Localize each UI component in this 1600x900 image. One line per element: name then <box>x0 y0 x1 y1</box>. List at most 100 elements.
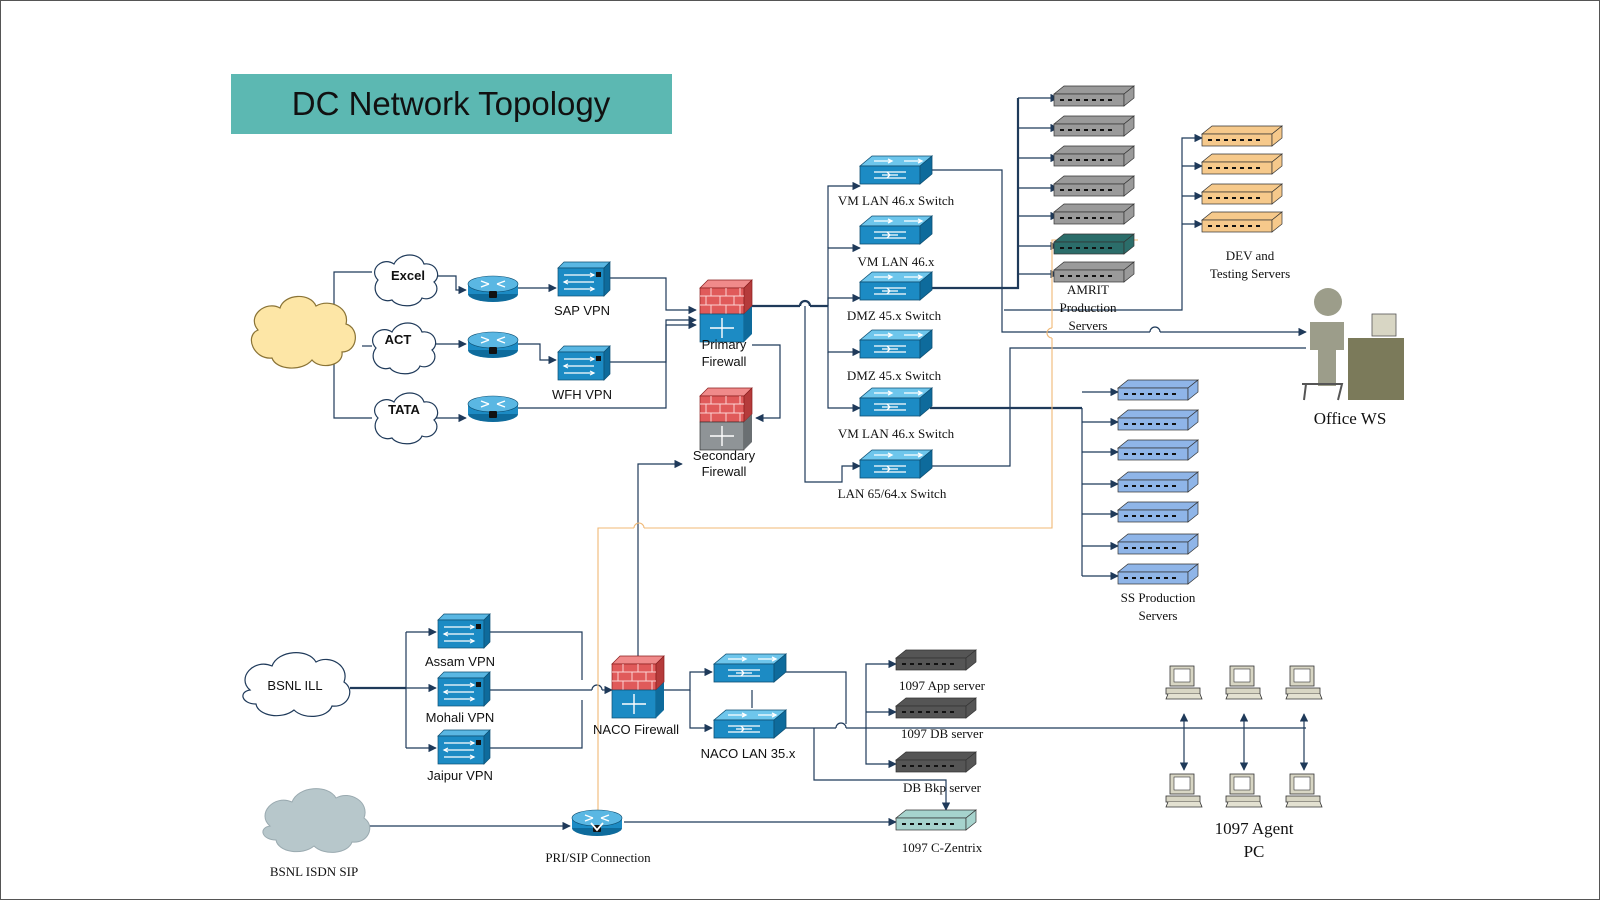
ss-label-2: Servers <box>1139 608 1178 623</box>
ss-server <box>1117 533 1199 555</box>
mohali-vpn-label: Mohali VPN <box>426 710 495 725</box>
excel-isp-cloud: Excel <box>374 254 439 307</box>
act-router-icon <box>467 331 519 359</box>
dmz-45-switch-b-label: DMZ 45.x Switch <box>847 368 942 383</box>
agent-pc-icon <box>1225 773 1263 808</box>
app-1097-server <box>895 649 977 671</box>
svg-text:Excel: Excel <box>391 268 425 283</box>
svg-text:TATA: TATA <box>388 402 420 417</box>
jaipur-vpn-icon <box>437 729 491 765</box>
primary-firewall-icon <box>699 279 753 343</box>
agent-pc-icon <box>1225 665 1263 700</box>
dev-label-1: DEV and <box>1226 248 1275 263</box>
ss-label-1: SS Production <box>1121 590 1196 605</box>
dev-label-2: Testing Servers <box>1210 266 1290 281</box>
ss-server <box>1117 563 1199 585</box>
dev-server-stack <box>1201 125 1283 233</box>
ss-server <box>1117 379 1199 401</box>
lan-65-64-switch-label: LAN 65/64.x Switch <box>838 486 947 501</box>
tata-router-icon <box>467 395 519 423</box>
jaipur-vpn-label: Jaipur VPN <box>427 768 493 783</box>
agent-pc-label-1: 1097 Agent <box>1215 819 1294 838</box>
agent-pc-icon <box>1165 665 1203 700</box>
naco-firewall-icon <box>611 655 665 719</box>
act-isp-cloud: ACT <box>372 322 437 375</box>
amrit-label-3: Servers <box>1069 318 1108 333</box>
amrit-label-2: Production <box>1059 300 1117 315</box>
internet-cloud <box>250 295 356 369</box>
vm-lan-46-switch-bottom-icon <box>859 387 933 417</box>
svg-text:ACT: ACT <box>385 332 412 347</box>
amrit-label-1: AMRIT <box>1067 282 1109 297</box>
primary-firewall-label-1: Primary <box>702 337 747 352</box>
excel-router-icon <box>467 275 519 303</box>
dmz-45-switch-b-icon <box>859 329 933 359</box>
agent-pc-icon <box>1165 773 1203 808</box>
tata-isp-cloud: TATA <box>374 392 439 445</box>
secondary-firewall-icon <box>699 387 753 451</box>
mohali-vpn-icon <box>437 671 491 707</box>
title-banner <box>231 74 672 134</box>
app-1097-label: 1097 App server <box>899 678 986 693</box>
vm-lan-46-switch-top-icon <box>859 155 933 185</box>
assam-vpn-icon <box>437 613 491 649</box>
db-bkp-server <box>895 751 977 773</box>
secondary-firewall-label-1: Secondary <box>693 448 756 463</box>
db-1097-label: 1097 DB server <box>901 726 984 741</box>
db-1097-server <box>895 697 977 719</box>
czentrix-label: 1097 C-Zentrix <box>902 840 983 855</box>
agent-pc-icon <box>1285 773 1323 808</box>
lan-65-64-switch-icon <box>859 449 933 479</box>
page-title: DC Network Topology <box>292 85 611 122</box>
svg-text:BSNL ILL: BSNL ILL <box>267 678 322 693</box>
ss-server-stack <box>1117 379 1199 585</box>
office-ws-icon <box>1302 288 1404 401</box>
naco-firewall-label: NACO Firewall <box>593 722 679 737</box>
vm-lan-46-icon <box>859 215 933 245</box>
amrit-server <box>1053 203 1135 225</box>
amrit-server <box>1053 115 1135 137</box>
bsnl-ill-cloud: BSNL ILL <box>242 652 351 717</box>
pri-sip-router-icon <box>571 809 623 837</box>
ss-server <box>1117 471 1199 493</box>
dmz-45-switch-a-icon <box>859 271 933 301</box>
assam-vpn-label: Assam VPN <box>425 654 495 669</box>
amrit-server <box>1053 175 1135 197</box>
amrit-server <box>1053 145 1135 167</box>
bsnl-isdn-cloud: BSNL ISDN SIP <box>262 788 371 879</box>
primary-firewall-label-2: Firewall <box>702 354 747 369</box>
dev-server <box>1201 183 1283 205</box>
dev-server <box>1201 153 1283 175</box>
vm-lan-46-switch-top-label: VM LAN 46.x Switch <box>838 193 955 208</box>
agent-pc-label-2: PC <box>1244 842 1265 861</box>
connection-lines <box>333 93 1309 831</box>
sap-vpn-icon <box>557 261 611 297</box>
sap-vpn-label: SAP VPN <box>554 303 610 318</box>
wfh-vpn-label: WFH VPN <box>552 387 612 402</box>
office-ws-label: Office WS <box>1314 409 1387 428</box>
db-bkp-label: DB Bkp server <box>903 780 982 795</box>
amrit-server <box>1053 85 1135 107</box>
amrit-server-stack <box>1053 85 1135 283</box>
naco-lan-switch-icon <box>713 709 787 739</box>
svg-text:BSNL ISDN SIP: BSNL ISDN SIP <box>270 864 358 879</box>
ss-server <box>1117 439 1199 461</box>
ss-server <box>1117 501 1199 523</box>
pri-sip-label: PRI/SIP Connection <box>545 850 651 865</box>
vm-lan-46-label: VM LAN 46.x <box>858 254 935 269</box>
ss-server <box>1117 409 1199 431</box>
amrit-server-teal <box>1053 233 1135 255</box>
wfh-vpn-icon <box>557 345 611 381</box>
vm-lan-46-switch-bottom-label: VM LAN 46.x Switch <box>838 426 955 441</box>
agent-pc-icon <box>1285 665 1323 700</box>
amrit-server <box>1053 261 1135 283</box>
dmz-45-switch-a-label: DMZ 45.x Switch <box>847 308 942 323</box>
naco-switch-top-icon <box>713 653 787 683</box>
dev-server <box>1201 211 1283 233</box>
czentrix-server <box>895 809 977 831</box>
secondary-firewall-label-2: Firewall <box>702 464 747 479</box>
naco-lan-label: NACO LAN 35.x <box>701 746 796 761</box>
dev-server <box>1201 125 1283 147</box>
